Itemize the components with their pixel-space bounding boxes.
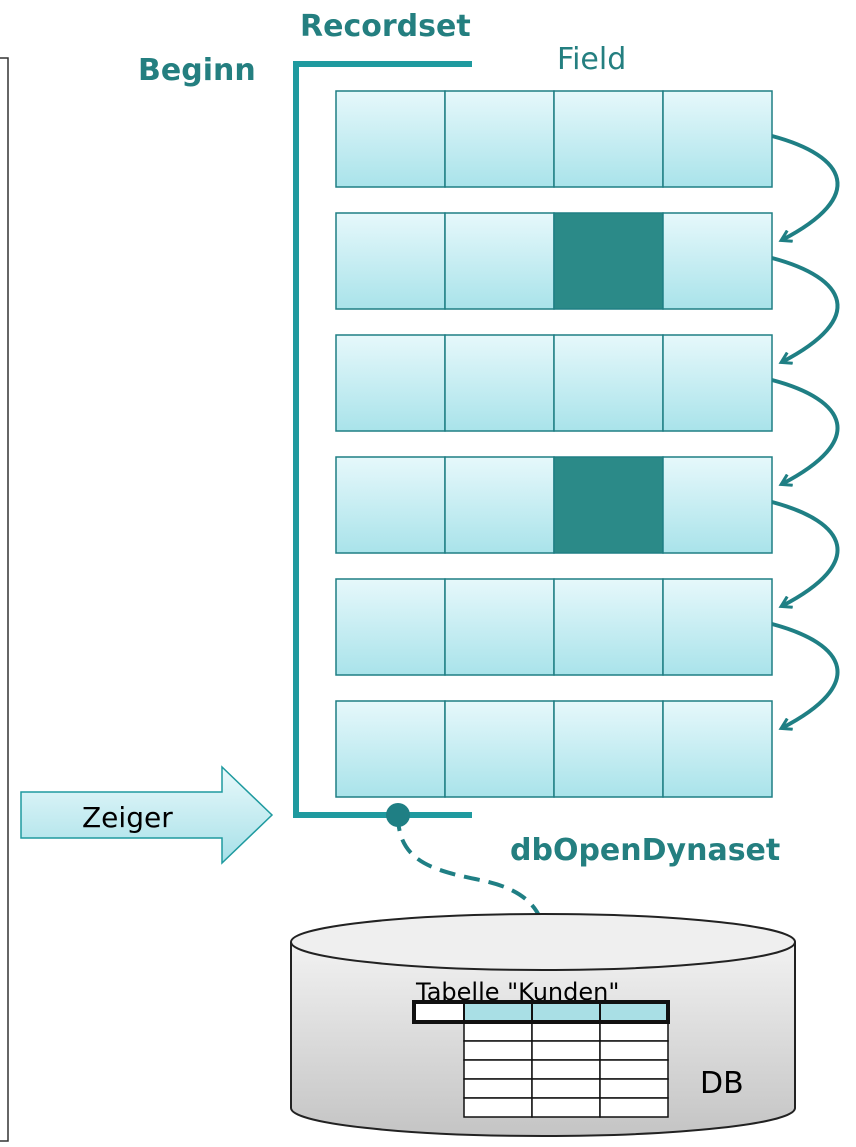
record-row: [335, 578, 773, 676]
record-row: [335, 334, 773, 432]
table-cell: [463, 1097, 533, 1118]
record-field: [553, 578, 664, 676]
next-record-arrow: [771, 378, 840, 484]
customer-table: [412, 1000, 670, 1118]
open-mode-label: dbOpenDynaset: [510, 833, 780, 868]
record-field: [444, 578, 555, 676]
record-field-current: [553, 456, 664, 554]
field-label: Field: [557, 42, 626, 77]
record-row: [335, 456, 773, 554]
table-cell: [531, 1059, 601, 1080]
record-field: [553, 334, 664, 432]
next-record-arrow: [771, 134, 840, 240]
record-field: [662, 456, 773, 554]
record-field: [335, 578, 446, 676]
record-field: [662, 700, 773, 798]
table-cell: [531, 1097, 601, 1118]
table-cell: [599, 1097, 669, 1118]
record-field: [662, 212, 773, 310]
db-label: DB: [700, 1066, 744, 1101]
record-field-current: [553, 212, 664, 310]
record-field: [335, 700, 446, 798]
next-record-arrow: [771, 622, 840, 728]
table-cell: [599, 1078, 669, 1099]
record-field: [335, 334, 446, 432]
record-field: [444, 90, 555, 188]
panel-border: [0, 57, 9, 1142]
table-cell: [463, 1078, 533, 1099]
record-rows: [335, 90, 773, 798]
table-cell: [599, 1040, 669, 1061]
table-header-cell: [413, 1001, 465, 1023]
table-cell: [463, 1059, 533, 1080]
record-field: [335, 212, 446, 310]
next-record-arrows: [771, 134, 840, 728]
record-row: [335, 212, 773, 310]
beginn-label: Beginn: [138, 53, 256, 88]
table-cell: [463, 1040, 533, 1061]
table-cell: [599, 1021, 669, 1042]
table-cell: [599, 1059, 669, 1080]
record-field: [444, 700, 555, 798]
table-header-outline: [412, 1000, 670, 1024]
pointer-label: Zeiger: [82, 801, 173, 834]
next-record-arrow: [771, 256, 840, 362]
table-cell: [531, 1078, 601, 1099]
record-field: [662, 578, 773, 676]
record-field: [662, 334, 773, 432]
table-header-cell: [531, 1001, 601, 1023]
record-field: [662, 90, 773, 188]
table-cell: [531, 1021, 601, 1042]
next-record-arrow: [771, 500, 840, 606]
record-field: [444, 334, 555, 432]
table-cell: [531, 1040, 601, 1061]
record-row: [335, 90, 773, 188]
pointer-arrow: [20, 765, 274, 865]
record-field: [335, 90, 446, 188]
record-field: [444, 212, 555, 310]
table-header-cell: [463, 1001, 533, 1023]
recordset-bracket: [293, 61, 472, 818]
record-field: [553, 700, 664, 798]
record-row: [335, 700, 773, 798]
table-header-cell: [599, 1001, 669, 1023]
recordset-label: Recordset: [300, 9, 471, 44]
db-connector: [396, 814, 546, 933]
record-field: [444, 456, 555, 554]
record-field: [335, 456, 446, 554]
record-field: [553, 90, 664, 188]
connector-start-dot: [386, 803, 410, 827]
table-cell: [463, 1021, 533, 1042]
